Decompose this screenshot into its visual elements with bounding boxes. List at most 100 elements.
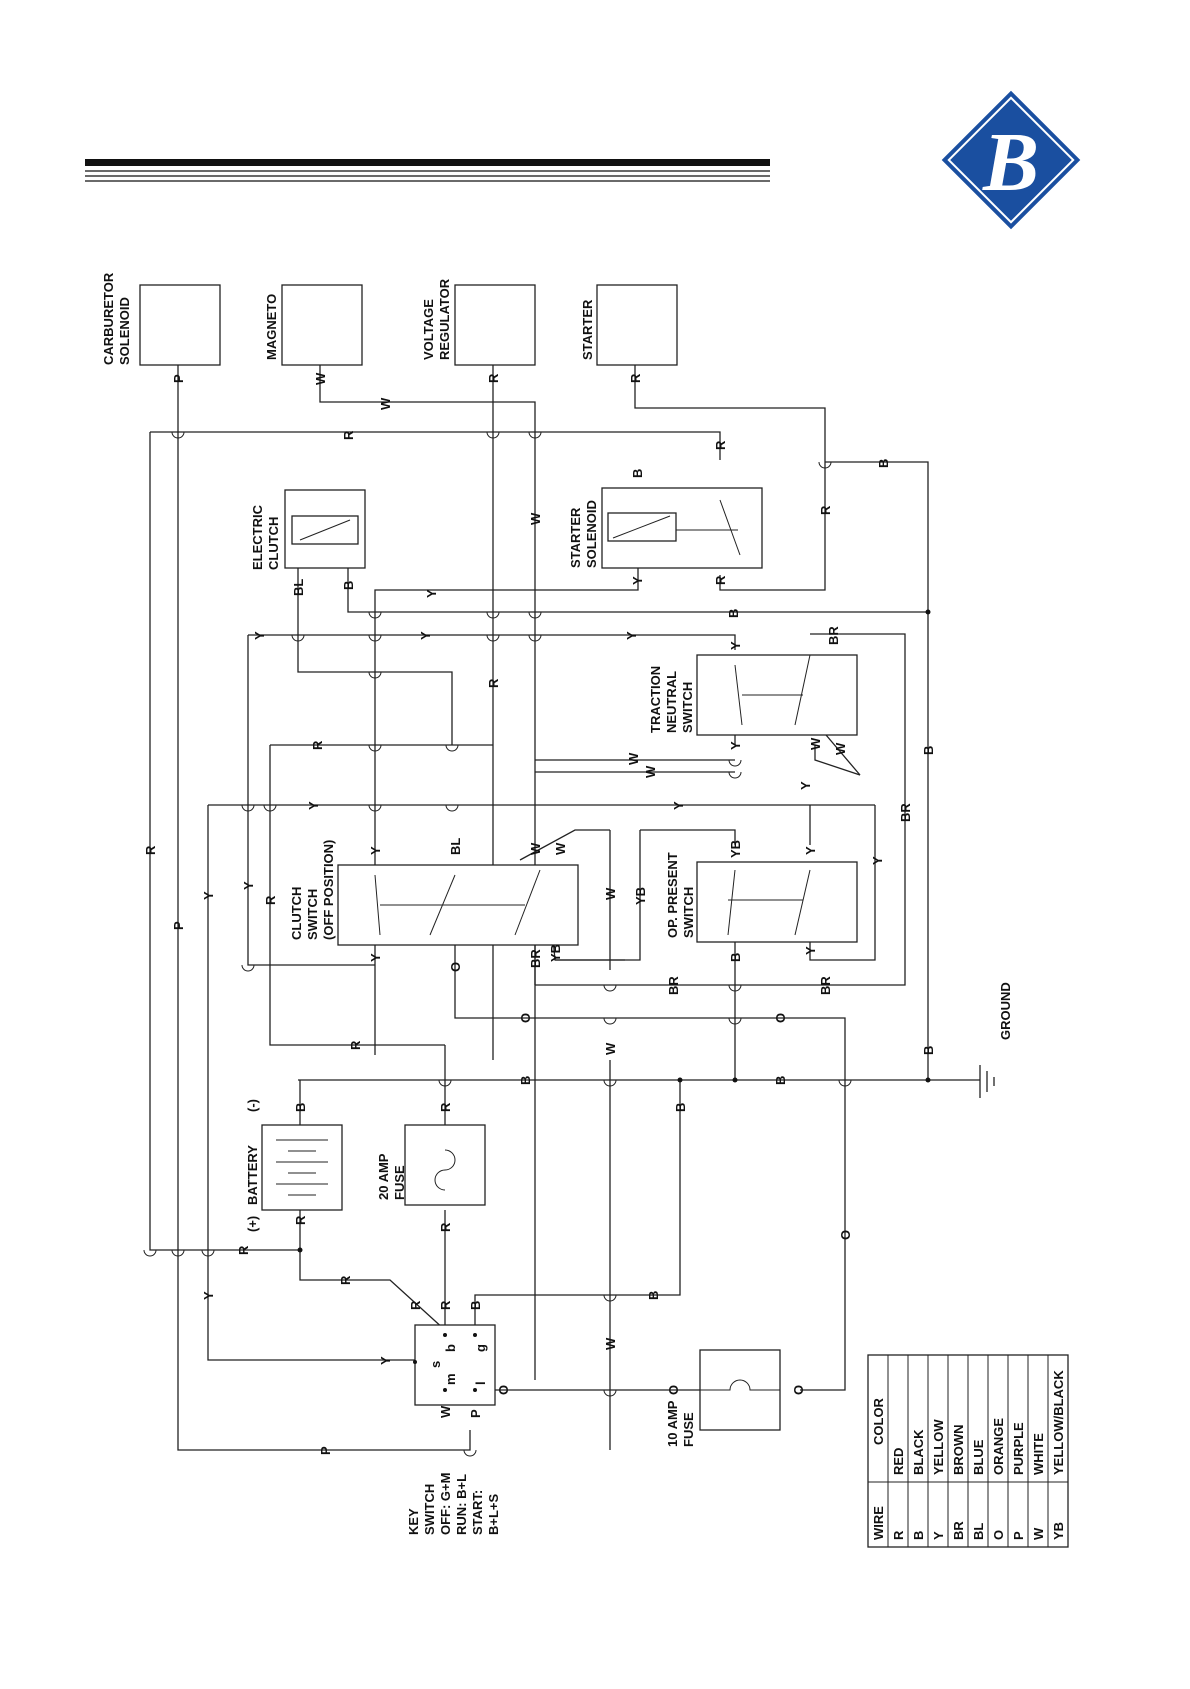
logo-letter: B [982, 116, 1039, 209]
wire-label: B [341, 581, 356, 590]
key-switch-label-1: KEY [406, 1508, 421, 1535]
wire-label: YB [728, 840, 743, 858]
wire-label: B [728, 953, 743, 962]
wire-label: O [666, 1385, 681, 1395]
wire-label: B [468, 1301, 483, 1310]
legend-wire-color: BLUE [971, 1439, 986, 1475]
legend-wire-code: YB [1051, 1522, 1066, 1540]
wires [149, 365, 995, 1451]
wire-label: YB [633, 887, 648, 905]
fuse-10-amp-label-2: FUSE [681, 1412, 696, 1447]
wire-label: R [310, 740, 325, 750]
wire-label: Y [798, 781, 813, 790]
legend-wire-color: PURPLE [1011, 1422, 1026, 1475]
wire-label: Y [803, 846, 818, 855]
wire-label: W [313, 372, 328, 385]
wire-label: B [921, 746, 936, 755]
key-terminal-b: b [443, 1344, 458, 1352]
wire-hops [143, 431, 852, 1457]
wire-label: R [713, 575, 728, 585]
fuse-10-amp: 10 AMP FUSE [665, 1349, 781, 1447]
legend-wire-code: R [891, 1530, 906, 1540]
traction-neutral-switch: TRACTION NEUTRAL SWITCH [648, 654, 858, 736]
key-switch-label-4: RUN: B+L [454, 1474, 469, 1535]
legend-wire-code: B [911, 1531, 926, 1540]
legend-wire-code: P [1011, 1531, 1026, 1540]
wire-label: W [528, 842, 543, 855]
header-rule [85, 159, 770, 182]
voltage-regulator-label-1: VOLTAGE [421, 299, 436, 360]
wire-label: Y [424, 589, 439, 598]
legend-wire-color: RED [891, 1448, 906, 1475]
wire-label: Y [870, 856, 885, 865]
voltage-regulator-label-2: REGULATOR [437, 278, 452, 360]
starter: STARTER [580, 284, 678, 366]
legend-wire-code: W [1031, 1527, 1046, 1540]
wire-label: Y [624, 631, 639, 640]
wire-label: R [818, 505, 833, 515]
wire-label: O [496, 1385, 511, 1395]
wire-label: B [876, 459, 891, 468]
voltage-regulator: VOLTAGE REGULATOR [421, 278, 536, 366]
wire-label: W [643, 765, 658, 778]
legend-wire-color: BROWN [951, 1424, 966, 1475]
wire-label: Y [368, 953, 383, 962]
legend-wire-color: WHITE [1031, 1433, 1046, 1475]
brand-logo: B [936, 85, 1086, 235]
electric-clutch: ELECTRIC CLUTCH [250, 489, 366, 570]
fuse-10-amp-label-1: 10 AMP [665, 1400, 680, 1447]
wire-label: W [438, 1405, 453, 1418]
wire-label: R [486, 678, 501, 688]
key-switch-label-6: B+L+S [486, 1493, 501, 1535]
battery: BATTERY (-) (+) [245, 1099, 343, 1232]
legend-header-color: COLOR [871, 1397, 886, 1445]
magneto: MAGNETO [264, 284, 363, 366]
wire-label: P [171, 374, 186, 383]
wire-label: R [713, 440, 728, 450]
wire-label: B [773, 1076, 788, 1085]
wire-label: R [293, 1215, 308, 1225]
wire-label: BR [826, 626, 841, 645]
wire-label: W [603, 887, 618, 900]
wire-label: R [236, 1245, 251, 1255]
junction-dots [297, 609, 931, 1253]
wire-label: R [486, 373, 501, 383]
carburetor-solenoid: CARBURETOR SOLENOID [101, 272, 221, 366]
wire-label: R [263, 895, 278, 905]
clutch-switch: CLUTCH SWITCH (OFF POSITION) [289, 840, 579, 946]
battery-label: BATTERY [245, 1145, 260, 1205]
key-switch-label-3: OFF: G+M [438, 1473, 453, 1535]
fuse-20-amp-label-2: FUSE [392, 1165, 407, 1200]
carburetor-solenoid-label-2: SOLENOID [117, 297, 132, 365]
legend-header-wire: WIRE [871, 1506, 886, 1540]
fuse-20-amp: 20 AMP FUSE [376, 1124, 486, 1206]
traction-neutral-switch-label-1: TRACTION [648, 666, 663, 733]
wire-label: YB [548, 944, 563, 962]
wire-label: Y [201, 1291, 216, 1300]
legend-wire-color: YELLOW/BLACK [1051, 1370, 1066, 1475]
wire-label: BR [818, 976, 833, 995]
traction-neutral-switch-label-3: SWITCH [680, 682, 695, 733]
key-terminal-l: l [473, 1381, 488, 1385]
wire-color-legend: WIRECOLORRREDBBLACKYYELLOWBRBROWNBLBLUEO… [867, 1354, 1069, 1548]
wire-label: B [293, 1103, 308, 1112]
op-present-switch: OP. PRESENT SWITCH [665, 852, 858, 943]
wire-label: BL [448, 838, 463, 855]
traction-neutral-switch-label-2: NEUTRAL [664, 671, 679, 733]
wire-label: Y [728, 641, 743, 650]
wire-label: W [808, 737, 823, 750]
wire-label: Y [368, 846, 383, 855]
clutch-switch-label-1: CLUTCH [289, 887, 304, 940]
wire-label: P [468, 1409, 483, 1418]
legend-wire-color: ORANGE [991, 1418, 1006, 1475]
legend-wire-code: BL [971, 1523, 986, 1540]
legend-wire-color: BLACK [911, 1429, 926, 1475]
fuse-20-amp-label-1: 20 AMP [376, 1153, 391, 1200]
wire-label: Y [418, 631, 433, 640]
wire-label: Y [378, 1356, 393, 1365]
op-present-switch-label-2: SWITCH [681, 887, 696, 938]
wire-label: W [603, 1042, 618, 1055]
wire-label: R [341, 430, 356, 440]
magneto-label: MAGNETO [264, 294, 279, 360]
